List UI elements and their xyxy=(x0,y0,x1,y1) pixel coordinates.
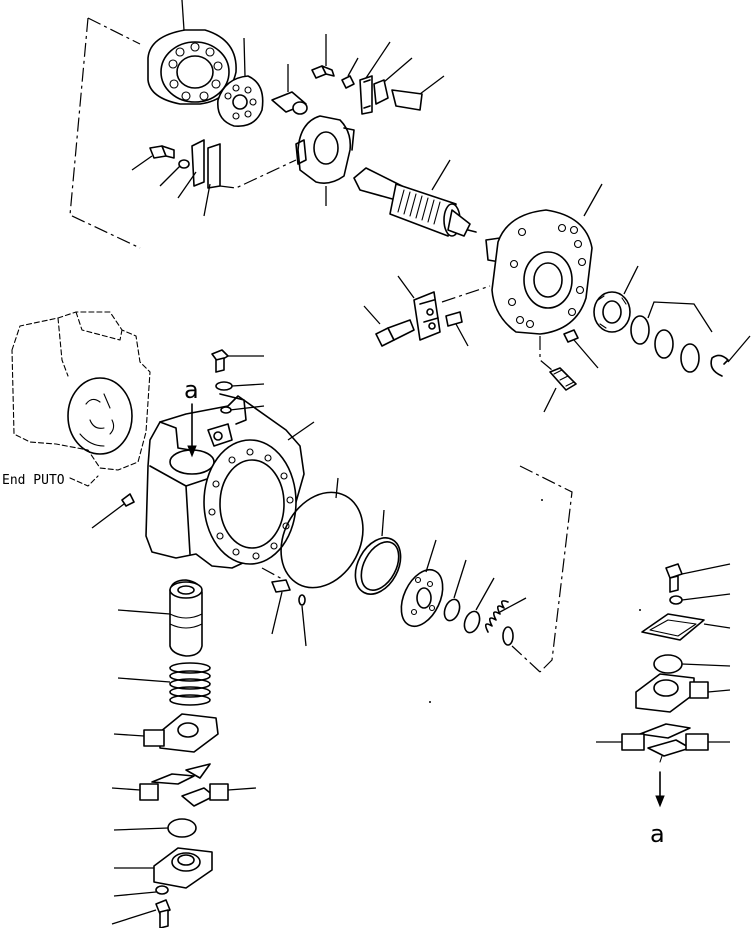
engine-ghost-outline: End PUTO xyxy=(2,311,151,488)
right-o-ring xyxy=(653,654,731,674)
cover-bolts xyxy=(539,329,599,413)
reference-letter-a-top: a xyxy=(184,376,199,404)
right-cover-plate xyxy=(641,613,731,641)
spring-coil xyxy=(117,662,211,706)
small-bolt-top xyxy=(311,34,359,89)
swash-plate xyxy=(295,115,355,206)
flange-plate-lower xyxy=(114,847,213,889)
scan-dots xyxy=(429,499,641,703)
large-o-ring xyxy=(280,477,364,589)
o-ring-lower xyxy=(113,818,197,838)
clip-pair-middle xyxy=(111,763,257,807)
reference-letter-a-bottom: a xyxy=(650,820,665,848)
right-flange xyxy=(635,673,731,713)
pin-part xyxy=(271,64,308,115)
reference-arrow-bottom: a xyxy=(650,771,665,848)
housing-top-bolt xyxy=(211,349,265,414)
right-bolt xyxy=(665,563,731,593)
dowel-pins xyxy=(261,567,307,647)
drive-shaft xyxy=(353,159,477,237)
port-plate xyxy=(400,539,444,628)
bracket-and-bolt xyxy=(363,275,491,347)
end-view-label: End PUTO xyxy=(2,473,65,488)
seals-group-outline xyxy=(511,465,573,673)
right-washer xyxy=(669,593,731,605)
housing-plug xyxy=(91,493,135,529)
small-seals-spring xyxy=(443,559,527,646)
front-cover xyxy=(485,183,603,335)
seal-rings-right xyxy=(630,301,751,377)
small-bolts-left xyxy=(131,139,297,217)
valve-plate xyxy=(217,37,264,127)
retainer-clips-top xyxy=(359,41,445,115)
bolt-washer-bottom xyxy=(111,885,171,928)
top-group-outline xyxy=(69,17,141,249)
cylinder-block xyxy=(147,0,237,105)
seal-ring-middle xyxy=(354,509,402,595)
right-clips xyxy=(596,723,730,763)
bearing xyxy=(593,265,639,333)
spool-sleeve xyxy=(117,579,203,657)
pump-housing: a xyxy=(145,376,315,569)
flange-plate-upper xyxy=(113,713,219,753)
